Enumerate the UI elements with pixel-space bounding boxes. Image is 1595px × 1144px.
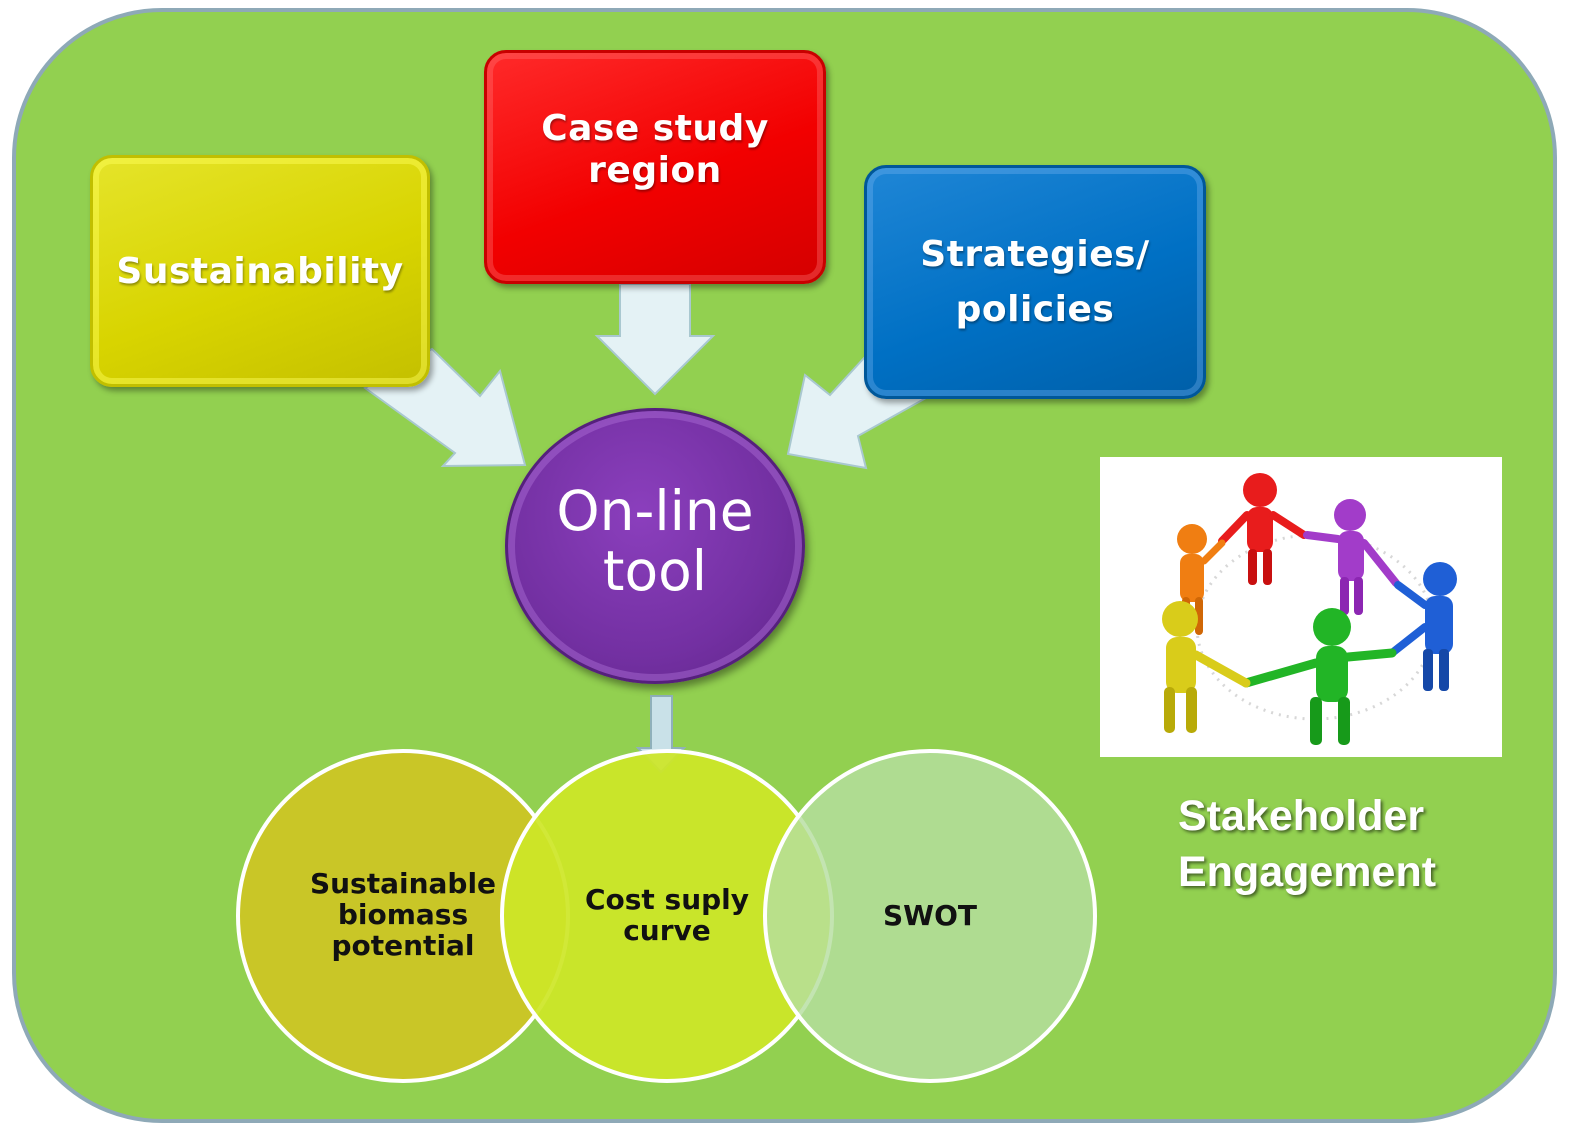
strategies-policies-label: Strategies/ policies	[920, 234, 1150, 330]
people-holding-hands-icon	[1162, 473, 1457, 745]
sustainability-box: Sustainability	[90, 155, 430, 387]
biomass-potential-label: Sustainable biomass potential	[309, 867, 497, 962]
blue-figure-icon	[1388, 562, 1457, 691]
red-figure-icon	[1218, 473, 1308, 585]
green-figure-icon	[1241, 608, 1397, 745]
cost-supply-curve-label: Cost suply curve	[584, 883, 750, 947]
case-study-region-label: Case study region	[541, 108, 769, 191]
venn-circle-swot	[763, 749, 1097, 1083]
arrow-case-study-to-tool	[594, 283, 716, 396]
strategies-policies-box: Strategies/ policies	[864, 165, 1206, 399]
sustainability-label: Sustainability	[116, 250, 404, 292]
purple-figure-icon	[1303, 499, 1400, 615]
case-study-region-box: Case study region	[484, 50, 826, 284]
stakeholder-engagement-caption: Stakeholder Engagement	[1178, 792, 1437, 896]
swot-label: SWOT	[883, 899, 977, 932]
yellow-figure-icon	[1162, 601, 1251, 733]
online-tool-label: On-line tool	[556, 479, 754, 603]
online-tool-circle: On-line tool	[505, 408, 805, 684]
people-circle-image	[1100, 457, 1502, 757]
